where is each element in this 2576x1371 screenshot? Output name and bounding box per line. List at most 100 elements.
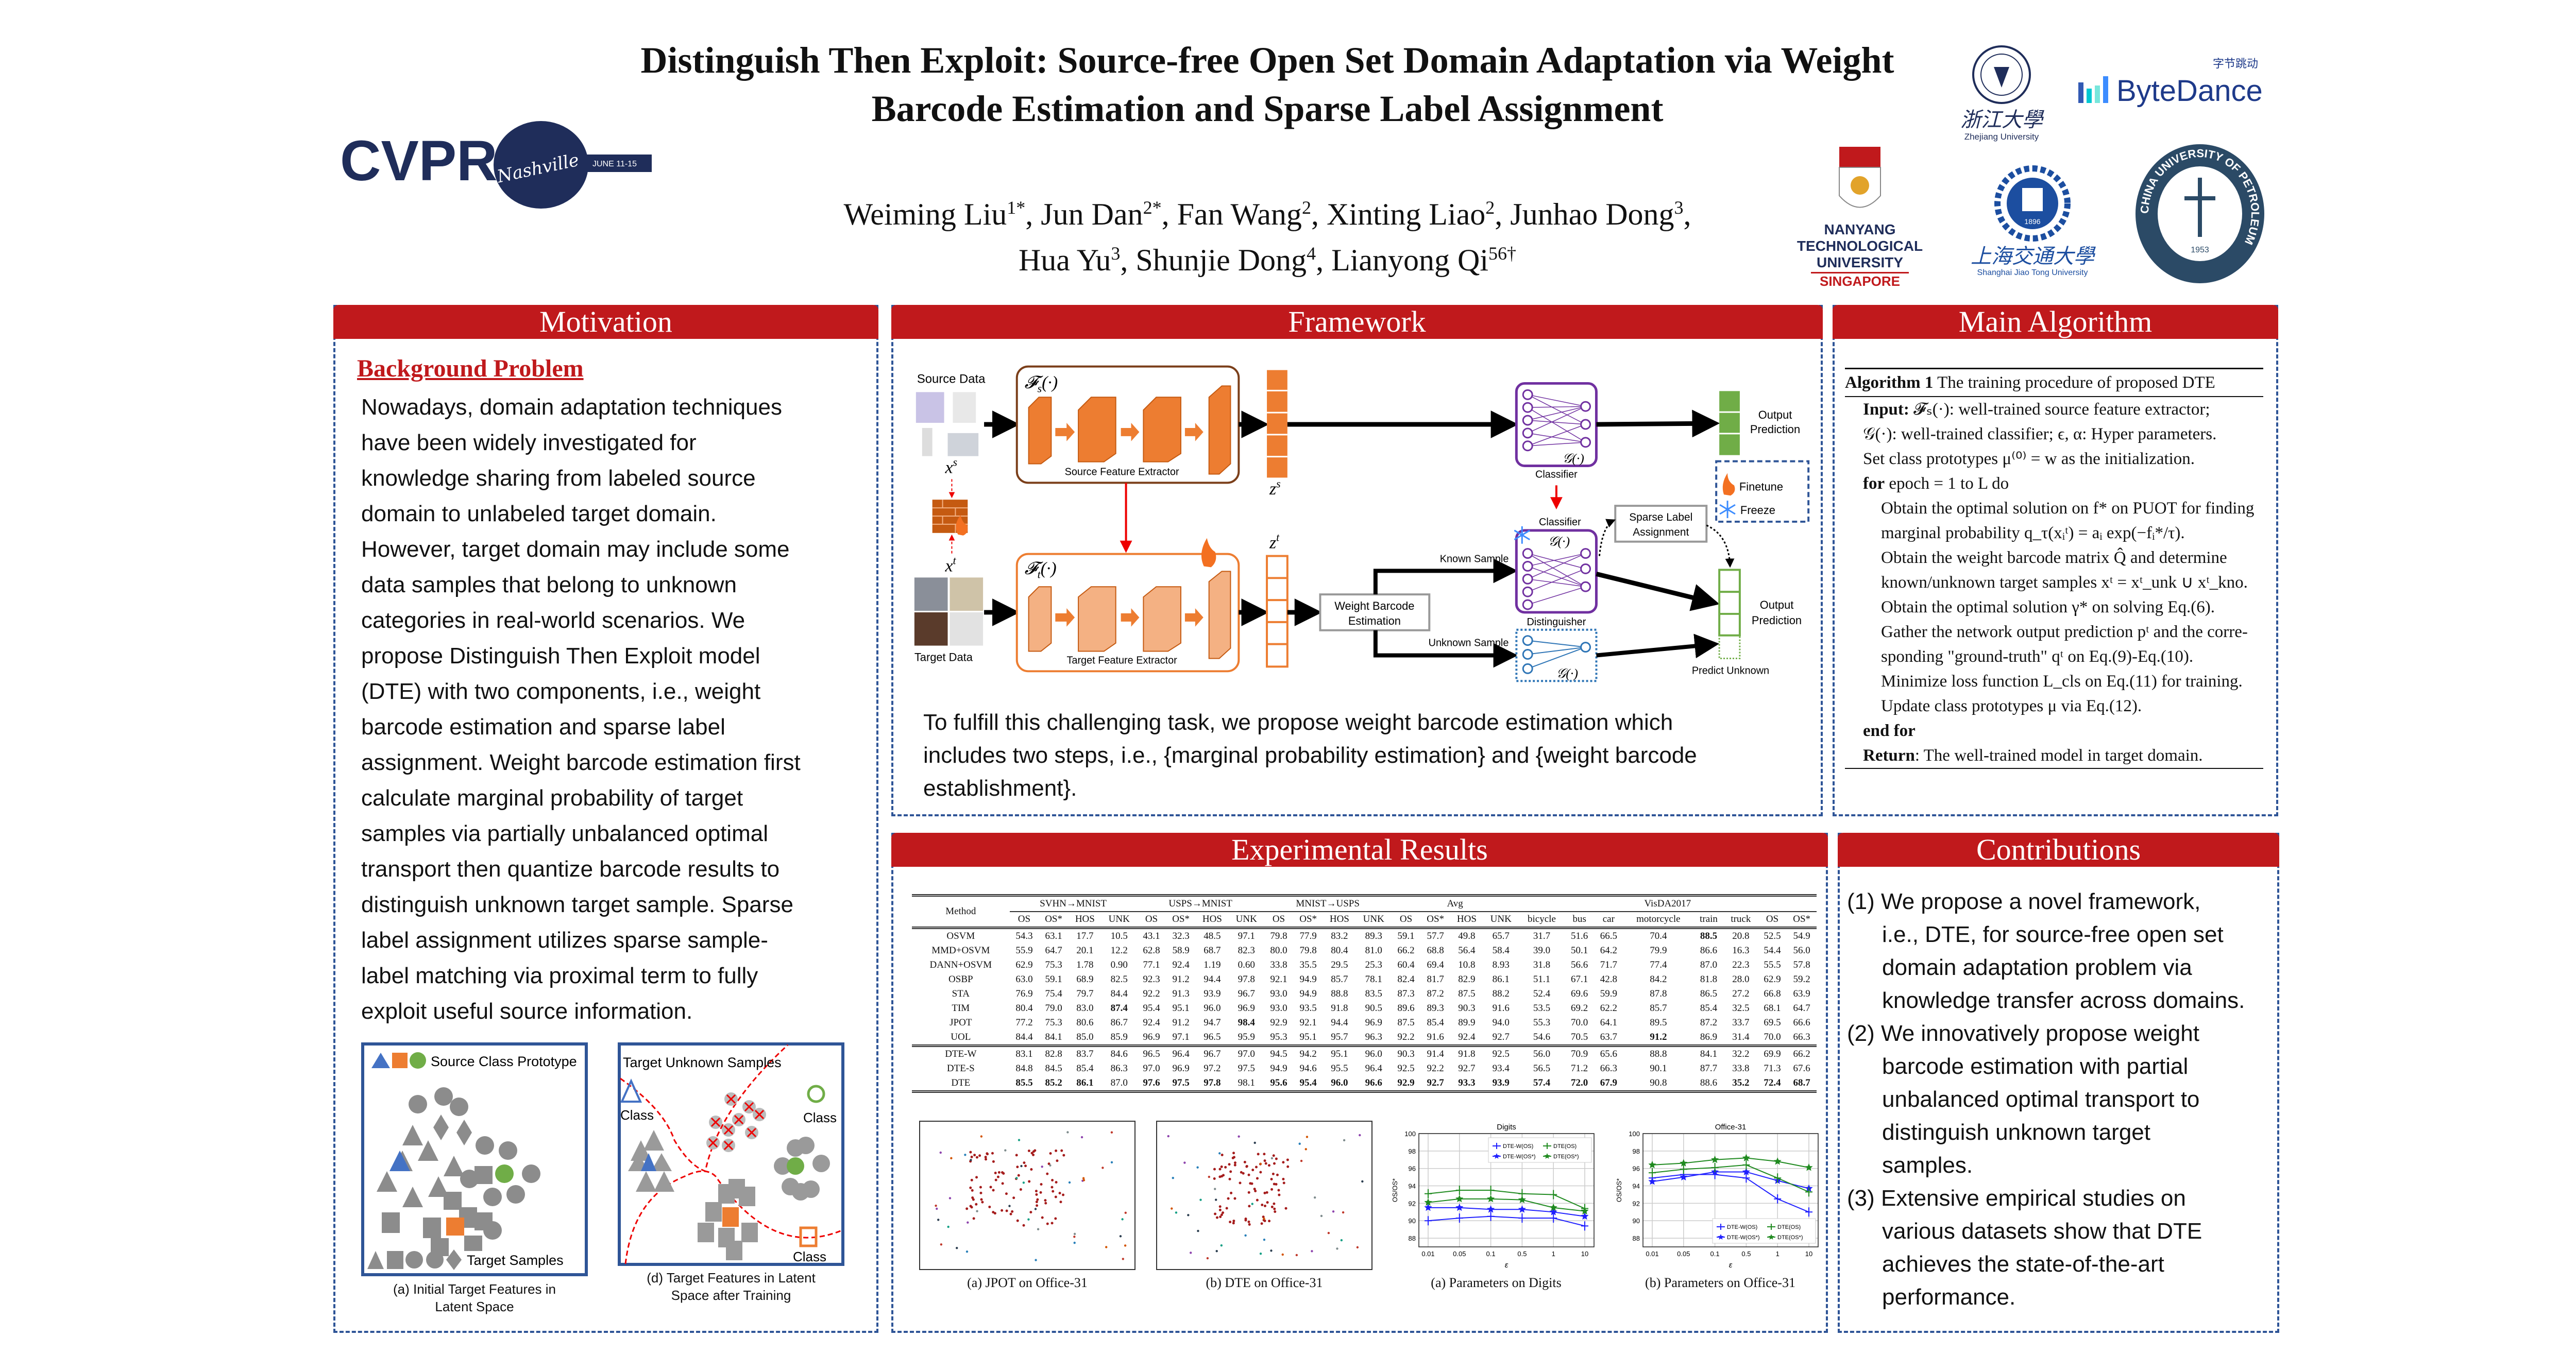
- x-tick-label: 0.01: [1421, 1250, 1434, 1258]
- tsne-point: [1273, 1207, 1276, 1210]
- table-cell: 88.2: [1492, 988, 1510, 999]
- table-cell: 94.9: [1299, 974, 1317, 985]
- table-cell: 97.8: [1204, 1077, 1221, 1088]
- motivation-text-line: label assignment utilizes sparse sample-: [361, 928, 768, 953]
- classifier-label: Classifier: [1535, 469, 1578, 480]
- table-column-header: bus: [1572, 914, 1586, 924]
- tsne-point: [1229, 1170, 1232, 1173]
- table-cell: 95.4: [1143, 1003, 1160, 1014]
- x-tick-label: 10: [1581, 1250, 1588, 1258]
- guitar-shape: [494, 121, 588, 209]
- table-cell: 91.8: [1331, 1003, 1348, 1014]
- data-point-star: [1773, 1157, 1782, 1165]
- data-point-plus: [1518, 1213, 1526, 1223]
- tsne-point: [1257, 1153, 1260, 1156]
- author-list: Weiming Liu1*, Jun Dan2*, Fan Wang2, Xin…: [773, 188, 1762, 280]
- data-point-star: [1424, 1198, 1432, 1206]
- table-cell: 50.1: [1571, 945, 1588, 956]
- table-cell: 54.9: [1793, 931, 1810, 941]
- table-cell: 96.7: [1204, 1049, 1221, 1059]
- table-cell: 94.4: [1331, 1017, 1348, 1028]
- table-cell: 84.4: [1110, 988, 1128, 999]
- tsne-point: [939, 1151, 942, 1154]
- background-problem-heading: Background Problem: [357, 355, 584, 382]
- table-cell: 95.1: [1299, 1032, 1317, 1042]
- tsne-point: [1016, 1219, 1019, 1222]
- motivation-text-line: barcode estimation and sparse label: [361, 714, 725, 740]
- table-cell: 56.6: [1571, 959, 1588, 970]
- tsne-point: [1049, 1164, 1052, 1167]
- known-clusters: [628, 1130, 830, 1260]
- tsne-point: [1278, 1193, 1281, 1196]
- tsne-point: [1311, 1250, 1313, 1253]
- tsne-point: [1342, 1211, 1345, 1214]
- table-cell: 65.6: [1600, 1049, 1617, 1059]
- table-cell: 56.0: [1793, 945, 1810, 956]
- tsne-point: [1238, 1135, 1240, 1138]
- table-cell: 70.5: [1571, 1032, 1588, 1042]
- tsne-point: [1256, 1177, 1259, 1180]
- tsne-point: [1266, 1201, 1269, 1204]
- table-cell: 66.2: [1397, 945, 1415, 956]
- tsne-point: [1172, 1177, 1174, 1179]
- known-sample-label: Known Sample: [1440, 553, 1509, 564]
- y-axis-label: OS/OS*: [1615, 1178, 1623, 1202]
- table-cell: 95.4: [1299, 1077, 1317, 1088]
- tsne-point: [1030, 1152, 1033, 1155]
- table-cell: 89.5: [1650, 1017, 1667, 1028]
- table-cell: 89.6: [1397, 1003, 1415, 1014]
- table-cell: 88.5: [1700, 931, 1718, 941]
- tsne-point: [992, 1211, 995, 1214]
- author-affiliation: 4: [1307, 243, 1316, 264]
- tsne-point: [1052, 1190, 1055, 1193]
- target-block-arrows: [1055, 608, 1204, 627]
- y-tick-label: 98: [1409, 1147, 1416, 1155]
- tsne-point: [1047, 1162, 1050, 1166]
- table-cell: 71.3: [1764, 1063, 1781, 1074]
- tsne-point: [1220, 1244, 1223, 1247]
- table-cell: 89.3: [1365, 931, 1382, 941]
- tsne-point: [1224, 1166, 1227, 1169]
- table-cell: 96.5: [1204, 1032, 1221, 1042]
- tsne-point: [1248, 1223, 1251, 1226]
- table-method-cell: TIM: [952, 1003, 970, 1014]
- tsne-point: [1015, 1154, 1018, 1157]
- tsne-point: [965, 1250, 969, 1253]
- tsne-point: [1101, 1167, 1104, 1169]
- tsne-point: [1001, 1209, 1004, 1212]
- tsne-point: [1286, 1158, 1289, 1161]
- data-point-plus: [1742, 1160, 1750, 1170]
- table-cell: 51.6: [1571, 931, 1588, 941]
- table-cell: 92.2: [1143, 988, 1160, 999]
- table-cell: 12.2: [1110, 945, 1128, 956]
- square-class-icon: [799, 1226, 818, 1247]
- svg-text:𝒢(·): 𝒢(·): [1548, 534, 1570, 549]
- table-cell: 16.3: [1732, 945, 1750, 956]
- legend-marker-star: [1768, 1234, 1774, 1240]
- contribution-line: barcode estimation with partial: [1882, 1054, 2189, 1079]
- table-cell: 42.8: [1600, 974, 1617, 985]
- table-cell: 10.8: [1458, 959, 1476, 970]
- y-tick-label: 96: [1633, 1165, 1640, 1173]
- motivation-text-line: data samples that belong to unknown: [361, 572, 737, 597]
- data-point-star: [1742, 1154, 1750, 1161]
- tsne-point: [1320, 1214, 1323, 1218]
- table-cell: 54.6: [1533, 1032, 1551, 1042]
- table-cell: 93.3: [1458, 1077, 1476, 1088]
- x-tick-label: 1: [1552, 1250, 1555, 1258]
- table-cell: 20.8: [1732, 931, 1750, 941]
- table-cell: 96.0: [1204, 1003, 1221, 1014]
- table-cell: 64.2: [1600, 945, 1617, 956]
- tsne-point: [1233, 1163, 1236, 1167]
- table-cell: 80.4: [1331, 945, 1348, 956]
- motivation-text-line: distinguish unknown target sample. Spars…: [361, 892, 793, 917]
- table-cell: 1.19: [1204, 959, 1221, 970]
- table-cell: 62.9: [1015, 959, 1033, 970]
- table-cell: 92.2: [1397, 1032, 1415, 1042]
- figure-d-caption-1: (d) Target Features in Latent: [647, 1270, 816, 1286]
- data-point-star: [1805, 1163, 1813, 1171]
- series-line: [1428, 1215, 1585, 1227]
